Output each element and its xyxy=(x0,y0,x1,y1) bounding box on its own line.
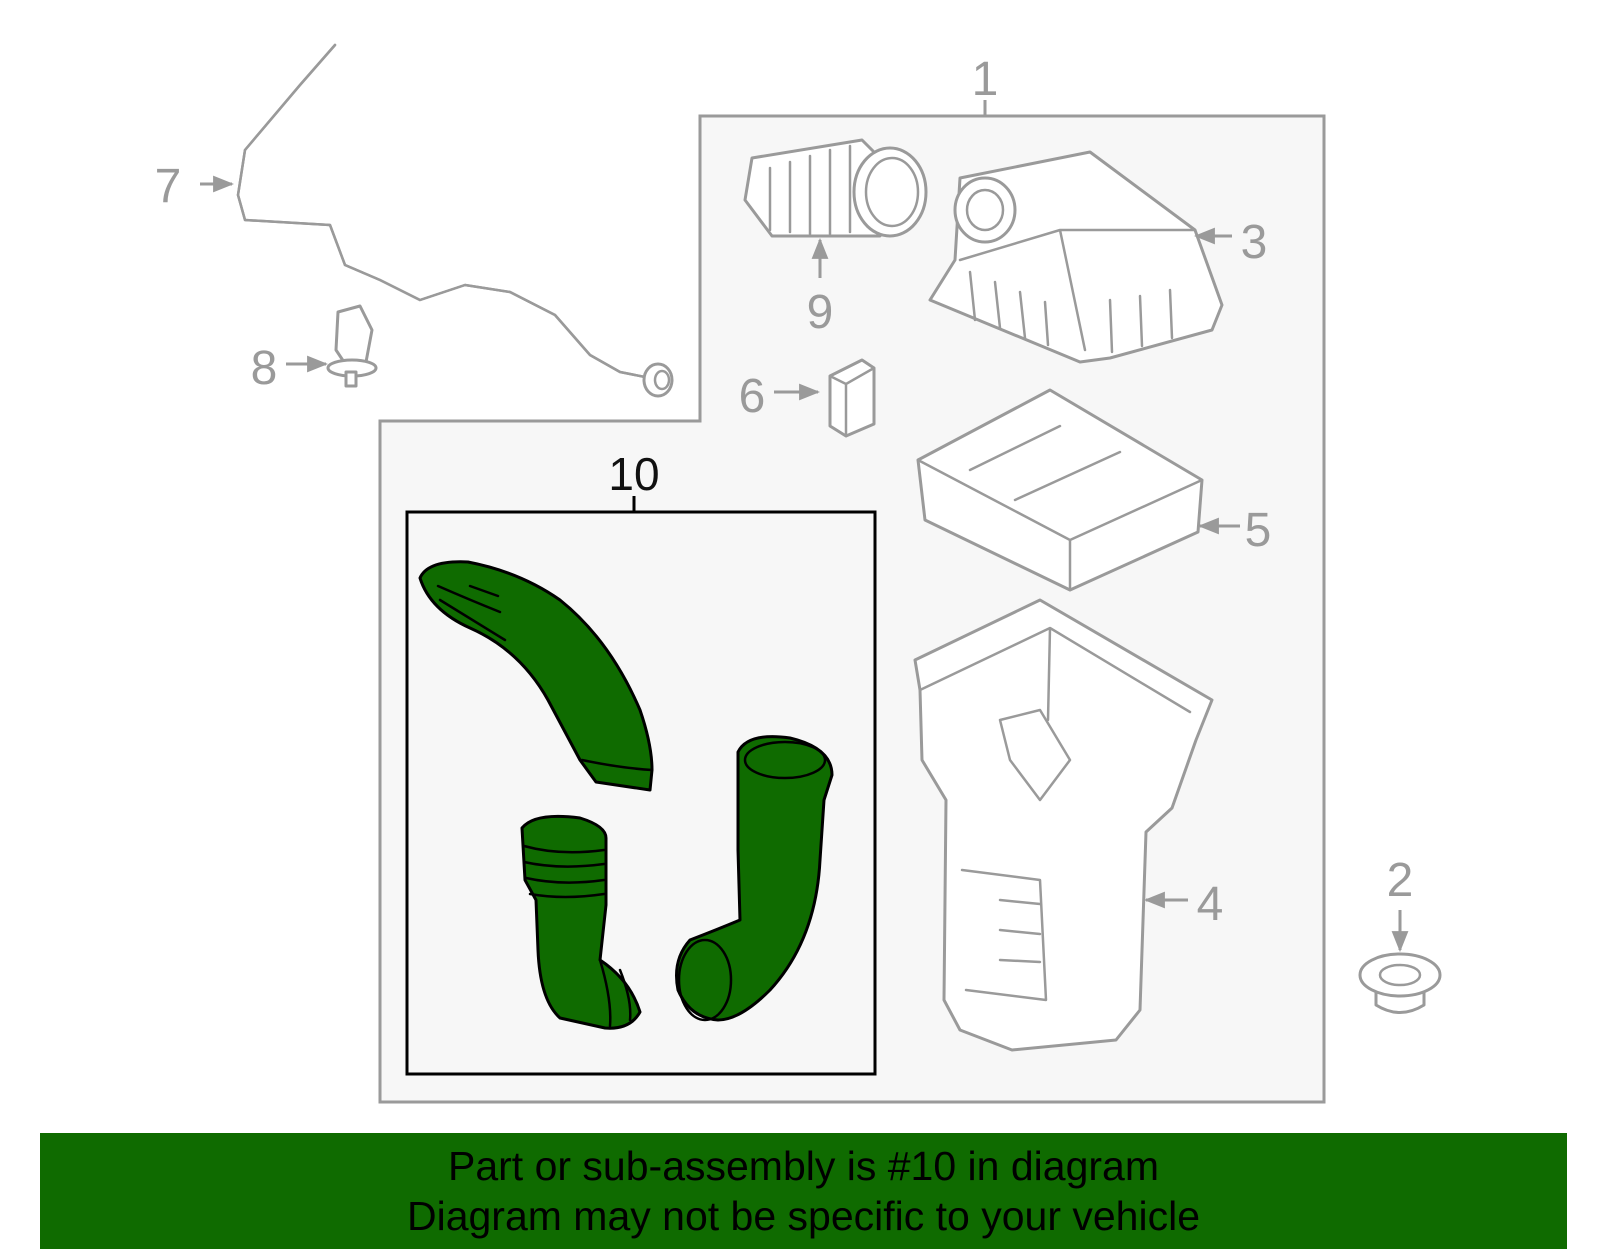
info-banner: Part or sub-assembly is #10 in diagram D… xyxy=(40,1133,1567,1249)
part-8-clip xyxy=(326,304,378,388)
callout-4: 4 xyxy=(1197,878,1224,931)
part-10-intake-elbow xyxy=(675,735,834,1022)
callout-1: 1 xyxy=(972,53,999,106)
callout-3: 3 xyxy=(1241,216,1268,269)
part-3-air-cleaner-cover xyxy=(928,150,1224,364)
callout-8: 8 xyxy=(251,342,278,395)
callout-10: 10 xyxy=(608,448,659,500)
callout-7: 7 xyxy=(155,160,182,213)
callout-9: 9 xyxy=(807,286,834,339)
callout-6: 6 xyxy=(739,370,766,423)
part-10-intake-duct-upper xyxy=(418,560,654,792)
part-2-grommet xyxy=(1358,952,1442,1014)
callout-5: 5 xyxy=(1245,504,1272,557)
callout-2: 2 xyxy=(1387,854,1414,907)
part-4-lower-housing xyxy=(913,598,1214,1052)
part-6-bracket xyxy=(828,358,876,438)
part-7-vent-tube xyxy=(236,43,674,398)
part-10-resonator-hose xyxy=(520,814,642,1030)
banner-line-part-number: Part or sub-assembly is #10 in diagram xyxy=(448,1143,1159,1189)
part-9-intake-boot xyxy=(743,138,928,238)
banner-line-disclaimer: Diagram may not be specific to your vehi… xyxy=(406,1193,1200,1239)
